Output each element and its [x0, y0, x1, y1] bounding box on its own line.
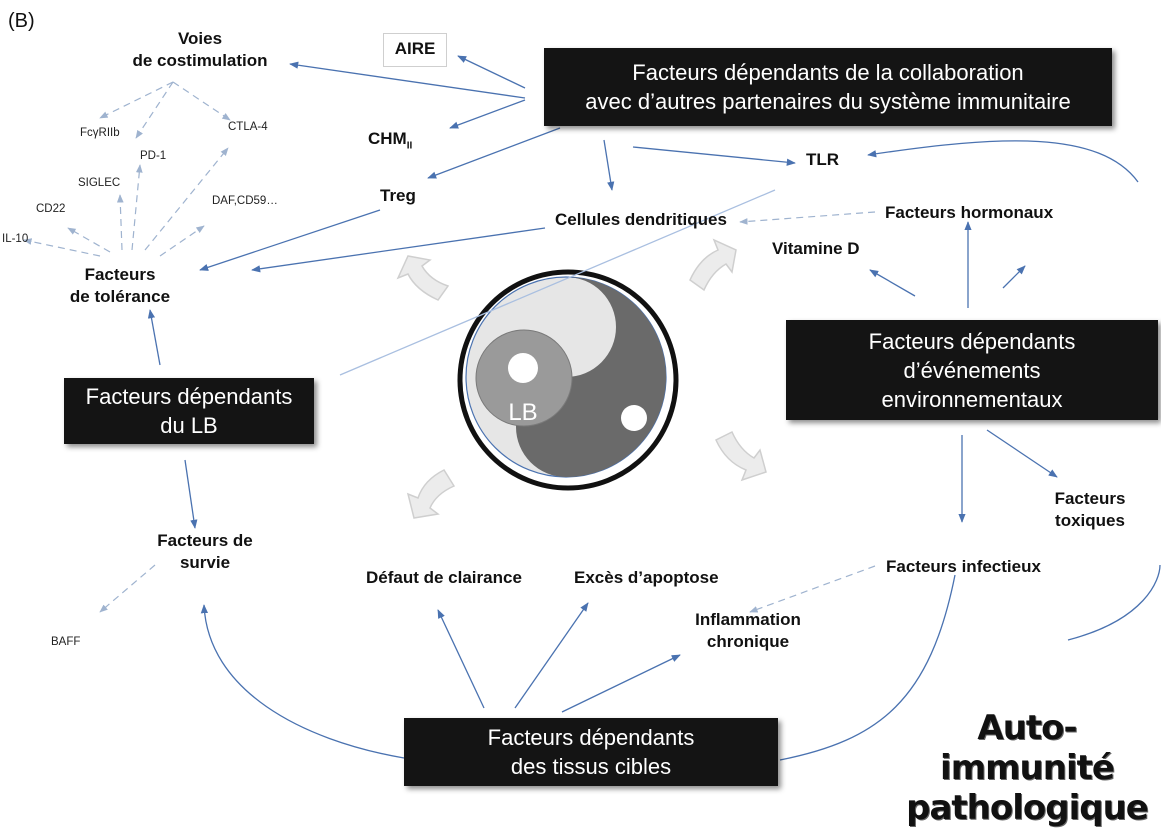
diagram-canvas: LB — [23, 55, 1161, 761]
label-cd22: CD22 — [36, 203, 66, 215]
label-pd1: PD-1 — [140, 150, 167, 162]
label-apoptosis: Excès d’apoptose — [574, 568, 719, 587]
label-treg: Treg — [380, 186, 416, 205]
label-tolerance: Facteurs de tolérance — [69, 265, 171, 306]
center-lb-text: LB — [508, 399, 537, 426]
dashed-arrows — [23, 81, 876, 613]
label-aire: AIRE — [383, 33, 447, 67]
cycle-arrows — [396, 238, 767, 519]
figure-title: Auto-immunité pathologique — [906, 708, 1149, 828]
panel-label: (B) — [8, 10, 35, 32]
box-collaboration: Facteurs dépendants de la collaboration … — [544, 48, 1112, 126]
label-tlr: TLR — [806, 150, 840, 169]
label-siglec: SIGLEC — [78, 177, 121, 189]
label-baff: BAFF — [51, 636, 81, 648]
box-lb: Facteurs dépendants du LB — [64, 378, 314, 444]
label-fcgriib: FcγRIIb — [80, 127, 120, 139]
box-environment: Facteurs dépendants d’événements environ… — [786, 320, 1158, 420]
label-infectious: Facteurs infectieux — [886, 557, 1041, 576]
label-chm-text: CHM — [368, 129, 407, 148]
label-vitamin-d: Vitamine D — [772, 239, 860, 258]
label-chm: CHMII — [368, 128, 412, 157]
label-survival: Facteurs de survie — [157, 531, 253, 572]
label-hormonal: Facteurs hormonaux — [885, 203, 1054, 222]
label-il10: IL-10 — [2, 233, 29, 245]
solid-arrows — [147, 55, 1139, 759]
label-inflammation: Inflammation chronique — [695, 610, 801, 651]
label-toxic: Facteurs toxiques — [1054, 489, 1126, 530]
label-chm-sub: II — [406, 140, 413, 152]
label-dendritic: Cellules dendritiques — [555, 210, 727, 229]
label-daf: DAF,CD59… — [212, 195, 278, 207]
box-tissues: Facteurs dépendants des tissus cibles — [404, 718, 778, 786]
yin-yang-symbol: LB — [457, 269, 679, 491]
label-clearance: Défaut de clairance — [366, 568, 522, 587]
label-costimulation: Voies de costimulation — [132, 29, 268, 70]
label-ctla4: CTLA-4 — [228, 121, 268, 133]
solid-curves — [339, 189, 1161, 761]
